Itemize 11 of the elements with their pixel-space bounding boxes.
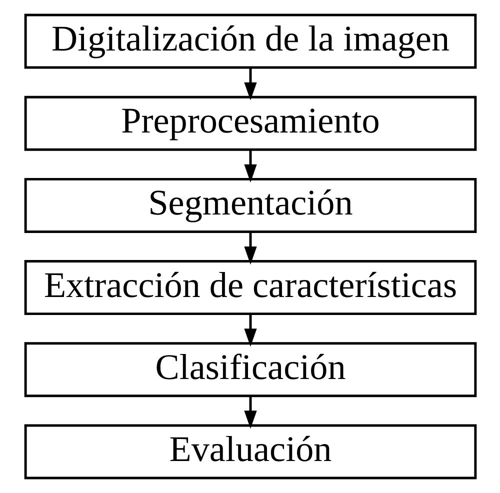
arrow [244,232,256,265]
node-box: Extracción de características [24,260,476,316]
arrow [244,150,256,182]
arrow [244,314,256,347]
node-box: Digitalización de la imagen [24,14,476,69]
node-box: Preprocesamiento [24,96,476,151]
node-box: Clasificación [24,342,476,398]
node-box: Evaluación [24,424,476,480]
node-box: Segmentación [24,178,476,233]
arrow [244,396,256,429]
arrow [244,68,256,100]
